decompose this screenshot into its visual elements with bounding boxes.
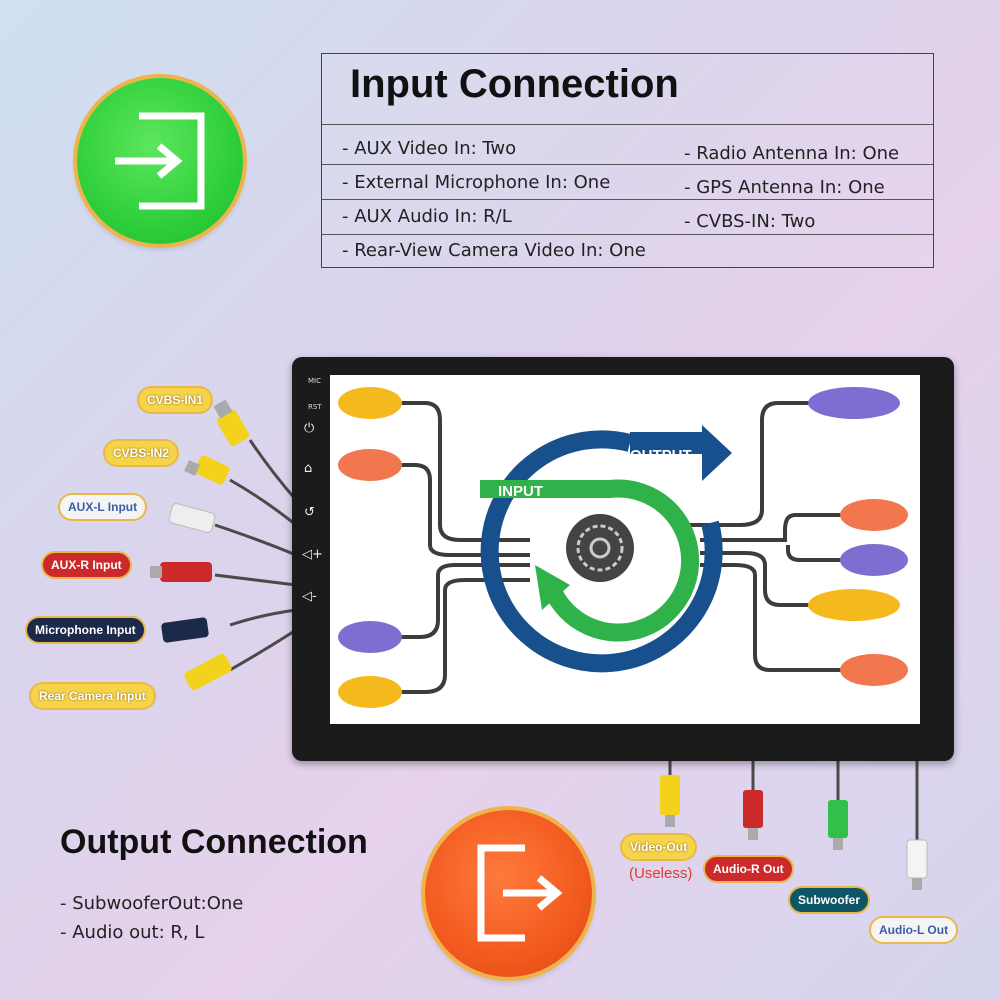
rear-camera-input-tag: Rear Camera Input	[31, 684, 154, 708]
rear-camera-connector	[184, 653, 232, 691]
input-spec-item: - Radio Antenna In: One	[684, 143, 900, 164]
divider	[322, 234, 933, 235]
gear-icon	[576, 524, 624, 572]
divider	[322, 199, 933, 200]
input-connection-title: Input Connection	[350, 62, 679, 106]
useless-note: (Useless)	[629, 865, 693, 882]
rst-label: RST	[308, 403, 322, 411]
audio-l-out-tag: Audio-L Out	[871, 918, 957, 942]
aux-r-input-tag: AUX-R Input	[43, 553, 130, 577]
output-spec-item: - Audio out: R, L	[60, 922, 205, 943]
aux-l-input-tag: AUX-L Input	[60, 495, 146, 519]
exit-icon	[477, 844, 563, 942]
output-spec-item: - SubwooferOut:One	[60, 893, 244, 914]
output-label: OUTPUT	[630, 447, 692, 464]
aux-l-connector	[168, 503, 216, 533]
audio-l-out-connector	[906, 839, 928, 890]
output-connection-title: Output Connection	[60, 823, 368, 861]
microphone-connector	[161, 617, 209, 643]
subwoofer-tag: Subwoofer	[790, 888, 868, 912]
input-spec-item: - CVBS-IN: Two	[684, 211, 816, 232]
input-label: INPUT	[498, 483, 543, 500]
device-screen: OUTPUT INPUT	[330, 375, 920, 724]
output-icon-badge	[425, 810, 592, 977]
cvbs-in2-connector	[184, 455, 230, 485]
home-icon[interactable]: ⌂	[304, 461, 313, 476]
input-spec-item: - AUX Audio In: R/L	[342, 206, 512, 227]
microphone-input-tag: Microphone Input	[27, 618, 144, 642]
input-spec-item: - GPS Antenna In: One	[684, 177, 885, 198]
cvbs-in1-connector	[213, 399, 250, 446]
audio-r-out-connector	[743, 790, 763, 840]
input-spec-item: - Rear-View Camera Video In: One	[342, 240, 646, 261]
divider	[322, 124, 933, 125]
input-connection-panel: Input Connection - AUX Video In: Two - E…	[321, 53, 934, 268]
aux-r-connector	[150, 562, 212, 582]
input-spec-item: - External Microphone In: One	[342, 172, 611, 193]
volume-down-icon[interactable]: ◁-	[302, 589, 317, 604]
mic-label: MIC	[308, 377, 321, 385]
back-icon[interactable]: ↺	[304, 505, 315, 520]
cvbs-in2-tag: CVBS-IN2	[105, 441, 178, 465]
divider	[322, 164, 933, 165]
input-icon-badge	[77, 78, 243, 244]
volume-up-icon[interactable]: ◁+	[302, 547, 323, 562]
input-spec-item: - AUX Video In: Two	[342, 138, 517, 159]
power-icon[interactable]: ⏻	[304, 421, 315, 436]
io-diagram: OUTPUT INPUT	[338, 387, 908, 708]
video-out-connector	[660, 775, 680, 827]
video-out-tag: Video-Out	[622, 835, 696, 859]
cvbs-in1-tag: CVBS-IN1	[139, 388, 212, 412]
subwoofer-connector	[828, 800, 848, 850]
audio-r-out-tag: Audio-R Out	[705, 857, 792, 881]
enter-icon	[115, 112, 205, 210]
